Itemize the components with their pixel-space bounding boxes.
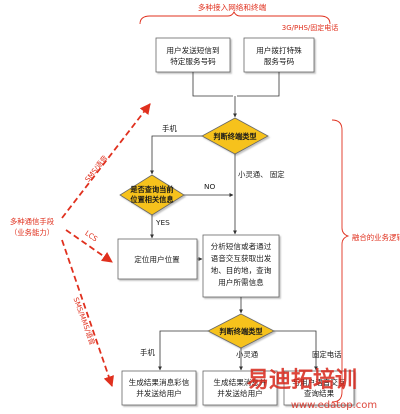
phs-label-2: 小灵通 [236,350,259,359]
fixed-label-2: 固定电话 [312,350,342,359]
voice-line1: 与用户语音交互 [292,377,346,387]
location-query-line2: 位置相关信息 [130,195,173,204]
judge-terminal-diamond-2: 判断终端类型 [207,313,275,349]
right-brace [331,119,350,403]
judge1-branches [150,135,237,235]
gen-mms-line1: 生成结果消息彩信 [129,377,190,387]
sms-box: 用户发送短信到 特定服务号码 [155,37,231,73]
sms-box-line1: 用户发送短信到 [166,45,219,55]
gen-sms-box: 生成结果消息并 并发送给用户 [202,370,278,406]
top-brace [139,10,331,25]
lcs-label: LCS [83,229,99,243]
gen-mms-box: 生成结果消息彩信 并发送给用户 [121,370,197,406]
judge-terminal-diamond-1: 判断终端类型 [201,117,269,155]
location-query-line1: 是否查询当前 [129,185,173,194]
mobile-label-2: 手机 [140,348,155,357]
analyze-line3: 地、目的地，查询 [211,265,272,275]
sms-voice-label: SMS/语音 [83,153,109,183]
call-box-line2: 服务号码 [264,56,295,66]
location-query-diamond: 是否查询当前 位置相关信息 [119,174,185,216]
judge-terminal-label-1: 判断终端类型 [213,132,256,141]
sms-box-line2: 特定服务号码 [170,56,216,66]
judge-terminal-label-2: 判断终端类型 [219,327,262,336]
call-box: 用户拨打特殊 服务号码 [243,37,315,73]
phs-fixed-label: 小灵通、 固定 [238,170,285,179]
gen-sms-line2: 并发送给用户 [217,388,263,398]
capability-label: （业务能力） [10,228,54,237]
analyze-line4: 用户所需信息 [218,277,264,287]
mobile-label-1: 手机 [162,124,177,133]
locate-user-label: 定位用户位置 [134,254,180,264]
networks-label: 3G/PHS/固定电话 [282,23,339,32]
call-box-line1: 用户拨打特殊 [256,45,302,55]
yes-label: YES [155,218,170,227]
gen-sms-line1: 生成结果消息并 [213,377,267,387]
judge2-branches [158,330,318,371]
no-label: NO [204,182,216,191]
left-red-arrows [61,103,151,388]
analyze-line1: 分析短信或者通过 [211,241,272,251]
fused-logic-label: 融合的业务逻辑 [352,233,400,242]
access-label: 多种接入网络和终端 [198,2,267,12]
voice-line2: 查询结果 [304,388,335,398]
top-connectors [192,72,280,118]
gen-mms-line2: 并发送给用户 [136,388,182,398]
watermark-brand: 易迪拓培训 [247,367,357,393]
locate-user-box: 定位用户位置 [117,238,198,280]
analyze-box: 分析短信或者通过 语音交互获取出发 地、目的地，查询 用户所需信息 [202,234,280,298]
location-branches [150,193,234,261]
watermark-url: www.edatop.com [291,400,377,411]
analyze-line2: 语音交互获取出发 [211,253,272,263]
comm-means-label: 多种通信手段 [10,217,55,226]
